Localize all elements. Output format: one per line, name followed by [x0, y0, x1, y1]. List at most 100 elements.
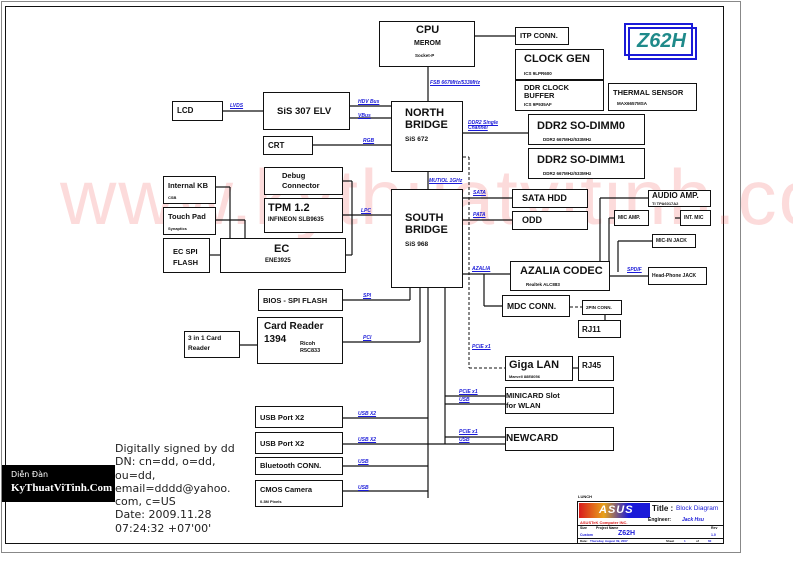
bluetooth-conn-label: Bluetooth CONN.: [260, 461, 322, 470]
internal-kb-title: Internal KB: [168, 181, 209, 190]
south-bridge-block: SOUTH BRIDGE SiS 968: [391, 189, 463, 288]
bus-label-vbus: VBus: [358, 113, 371, 119]
bus-label-usb-bt: USB: [358, 459, 369, 465]
lcd-block: LCD: [172, 101, 223, 121]
forum-badge: Diễn Đàn KyThuatViTinh.Com: [2, 465, 115, 502]
minicard-slot-block: MINICARD Slot for WLAN: [505, 387, 614, 414]
mic-amp-block: MIC AMP.: [614, 210, 649, 226]
bus-label-pcie-newcard: PCIE x1: [459, 429, 478, 435]
dimm0-block: DDR2 SO-DIMM0 DDR2 667MHz/533MHz: [528, 114, 645, 145]
digital-signature: Digitally signed by dd DN: cn=dd, o=dd, …: [115, 442, 235, 535]
rev-value: 1.0: [711, 533, 716, 537]
of-value: 60: [708, 539, 712, 543]
ddr-clock-buffer-block: DDR CLOCK BUFFER ICS 9P935AF: [515, 80, 604, 111]
bios-spi-flash-block: BIOS - SPI FLASH: [258, 289, 343, 311]
audio-amp-chip: TI TPA6017A2: [652, 201, 679, 206]
engineer-label: Engineer:: [648, 517, 672, 523]
sis307-label: SiS 307 ELV: [277, 106, 332, 117]
bus-label-pci: PCI: [363, 335, 372, 341]
usb-port-1-label: USB Port X2: [260, 413, 305, 422]
sata-hdd-label: SATA HDD: [522, 193, 567, 203]
card-reader-vendor: Ricoh: [300, 341, 316, 347]
tpm-title: TPM 1.2: [268, 202, 310, 214]
thermal-sensor-title: THERMAL SENSOR: [613, 88, 684, 97]
cpu-title: CPU: [416, 24, 440, 36]
usb-port-1-block: USB Port X2: [255, 406, 343, 428]
bus-label-usb-x2-1: USB X2: [358, 411, 377, 417]
minicard-title-2: for WLAN: [506, 401, 541, 410]
azalia-codec-title: AZALIA CODEC: [520, 265, 603, 277]
odd-block: ODD: [512, 211, 588, 230]
bus-label-azalia: AZALIA: [472, 266, 491, 272]
title-value: Block Diagram: [676, 505, 719, 512]
north-bridge-title: NORTH: [405, 107, 445, 119]
title-block-lunch: LUNCH: [578, 494, 592, 499]
2pin-conn-block: 2PIN CONN.: [582, 300, 622, 315]
mic-in-jack-label: MIC-IN JACK: [656, 238, 687, 244]
touchpad-title: Touch Pad: [168, 212, 206, 221]
ec-block: EC ENE3925: [220, 238, 346, 273]
int-mic-block: INT. MIC: [680, 210, 711, 226]
bus-label-fsb: FSB 667MHz/533MHz: [430, 80, 481, 86]
date-label: Date:: [580, 539, 588, 543]
rj45-block: RJ45: [578, 356, 614, 381]
bus-label-lvds: LVDS: [230, 103, 244, 109]
ec-spi-flash-block: EC SPI FLASH: [163, 238, 210, 273]
itp-conn-block: ITP CONN.: [515, 27, 569, 45]
rj11-label: RJ11: [582, 325, 601, 334]
forum-badge-line1: Diễn Đàn: [11, 470, 49, 479]
size-value: Custom: [580, 533, 594, 537]
of-label: of: [696, 539, 699, 543]
signature-line: ou=dd,: [115, 468, 156, 482]
asus-logo: ASUS: [579, 503, 650, 518]
mic-amp-label: MIC AMP.: [618, 215, 641, 221]
south-bridge-title-2: BRIDGE: [405, 224, 448, 236]
card-reader-block: Card Reader 1394 Ricoh R5C833: [257, 317, 343, 364]
bios-spi-flash-label: BIOS - SPI FLASH: [263, 296, 328, 305]
debug-title: Debug: [282, 171, 306, 180]
audio-amp-title: AUDIO AMP.: [652, 191, 699, 200]
sheet-label: Sheet: [666, 539, 675, 543]
forum-badge-line2: KyThuatViTinh.Com: [11, 482, 113, 494]
dimm1-title: DDR2 SO-DIMM1: [537, 154, 626, 166]
north-bridge-title-2: BRIDGE: [405, 119, 448, 131]
bus-label-usb-newcard: USB: [459, 437, 470, 443]
clock-gen-title: CLOCK GEN: [524, 53, 590, 65]
bus-label-spdif: SPDIF: [627, 267, 642, 273]
signature-line: com, c=US: [115, 495, 176, 509]
audio-amp-block: AUDIO AMP. TI TPA6017A2: [648, 190, 711, 207]
cmos-camera-block: CMOS Camera 0.3M Pixels: [255, 480, 343, 507]
title-block-divider: [578, 538, 723, 539]
title-block-divider: [578, 525, 723, 526]
bus-label-usb-cam: USB: [358, 485, 369, 491]
sata-hdd-block: SATA HDD: [512, 189, 588, 208]
model-badge-border: [624, 23, 693, 56]
dimm1-speed: DDR2 667MHz/533MHz: [543, 171, 592, 176]
bus-label-lpc: LPC: [361, 208, 371, 214]
cpu-socket: Socket-P: [415, 53, 435, 58]
rj11-block: RJ11: [578, 320, 621, 338]
dimm1-block: DDR2 SO-DIMM1 DDR2 667MHz/533MHz: [528, 148, 645, 179]
card-reader-title: Card Reader: [264, 321, 324, 332]
bus-label-usb-minicard: USB: [459, 397, 470, 403]
bus-label-usb-x2-2: USB X2: [358, 437, 377, 443]
project-value: Z62H: [618, 530, 636, 537]
int-mic-label: INT. MIC: [684, 215, 704, 221]
project-label: Project Name: [596, 526, 619, 530]
cmos-camera-note: 0.3M Pixels: [260, 499, 282, 504]
tpm-block: TPM 1.2 INFINEON SLB9635: [264, 198, 343, 233]
bus-label-ddr2: DDR2 Single Channel: [468, 120, 499, 131]
cpu-block: CPU MEROM Socket-P: [379, 21, 475, 67]
ec-spi-title-2: FLASH: [173, 258, 198, 267]
south-bridge-title: SOUTH: [405, 212, 444, 224]
bus-label-pata: PATA: [473, 212, 486, 218]
title-label: Title :: [652, 504, 674, 513]
bus-label-spi: SPI: [363, 293, 372, 299]
ddr-clock-chip: ICS 9P935AF: [524, 102, 552, 107]
giga-lan-block: Giga LAN Marvell 88E8056: [505, 356, 573, 381]
newcard-block: NEWCARD: [505, 427, 614, 451]
giga-lan-title: Giga LAN: [509, 359, 560, 371]
signature-date: Date: 2009.11.28: [115, 508, 212, 522]
